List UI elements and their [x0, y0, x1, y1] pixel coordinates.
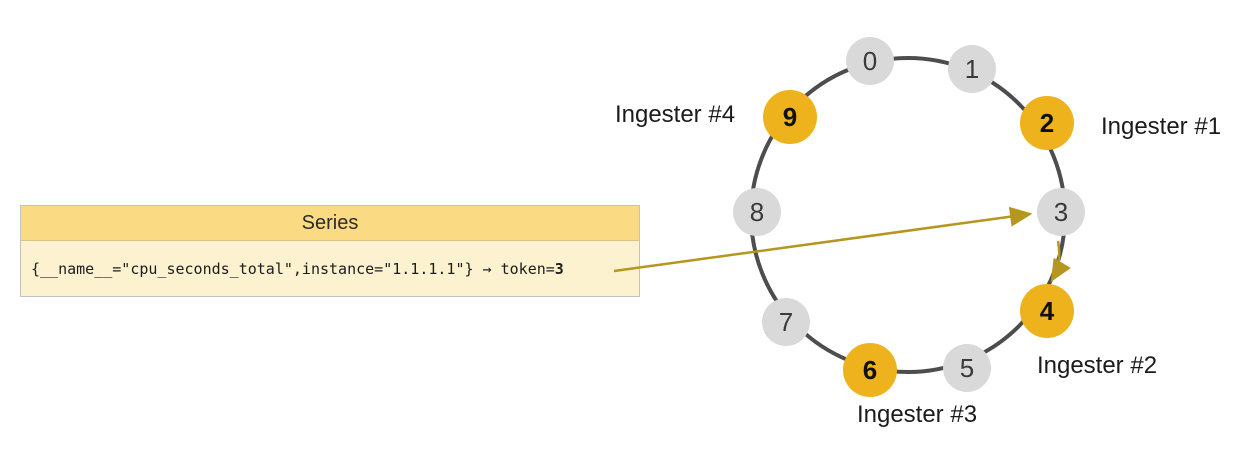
ingester-label-3: Ingester #3 [856, 401, 978, 428]
ring-token-9: 9 [763, 90, 817, 144]
ingester-label-2: Ingester #2 [1036, 352, 1158, 379]
ring-token-1: 1 [948, 45, 996, 93]
series-code: {__name__="cpu_seconds_total",instance="… [31, 260, 555, 278]
series-token-value: 3 [554, 260, 564, 278]
ring-token-7: 7 [762, 298, 810, 346]
ring-token-8: 8 [733, 188, 781, 236]
ring-token-4: 4 [1020, 284, 1074, 338]
series-box-header: Series [21, 206, 639, 241]
ring-token-0: 0 [846, 37, 894, 85]
series-to-token-arrow [613, 206, 1033, 273]
ring-token-2: 2 [1020, 96, 1074, 150]
ingester-label-4: Ingester #4 [614, 101, 736, 128]
series-box: Series {__name__="cpu_seconds_total",ins… [20, 205, 640, 297]
token3-to-token4-arrow [1050, 240, 1071, 283]
series-box-title: Series [301, 211, 359, 234]
ingester-label-1: Ingester #1 [1100, 113, 1222, 140]
series-code-line: {__name__="cpu_seconds_total",instance="… [21, 241, 639, 297]
ring-token-5: 5 [943, 344, 991, 392]
ring-token-3: 3 [1037, 188, 1085, 236]
ring-token-6: 6 [843, 343, 897, 397]
